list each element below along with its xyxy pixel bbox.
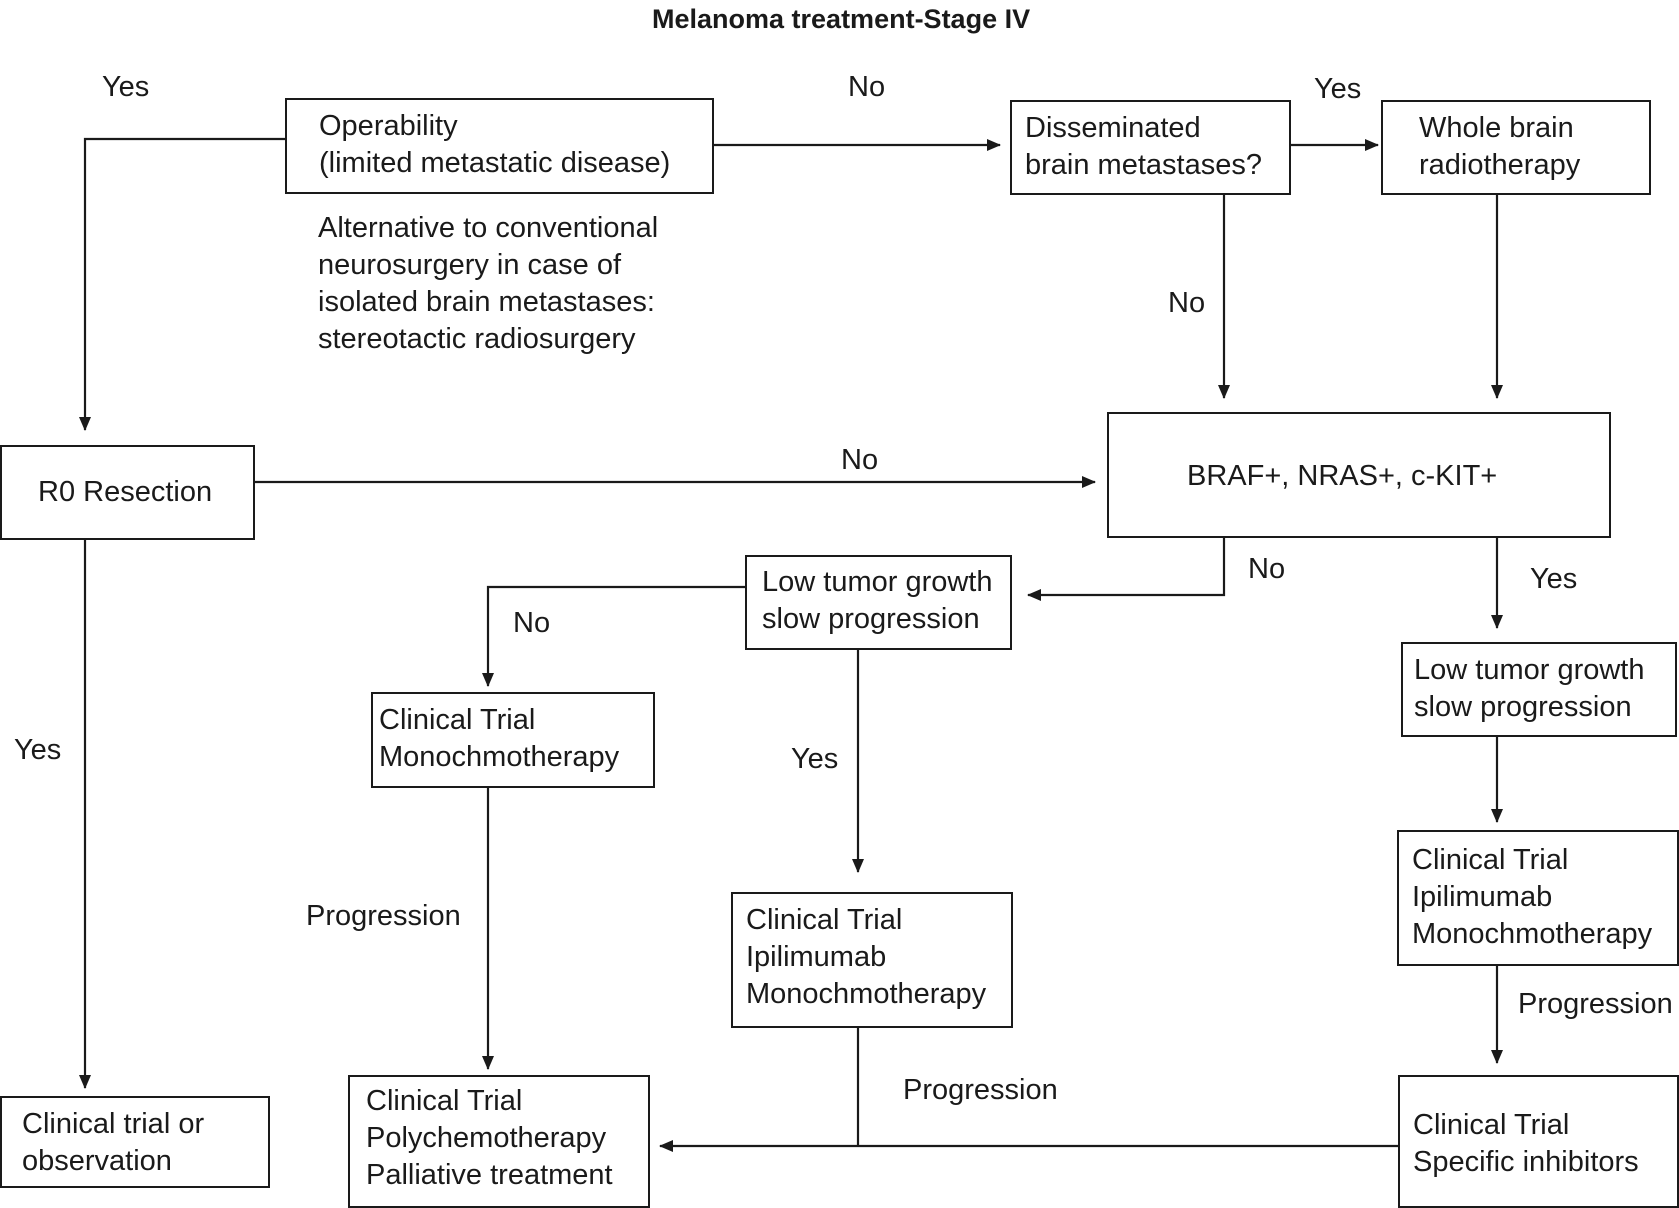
node-text: BRAF+, NRAS+, c-KIT+	[1187, 460, 1498, 492]
node-trial-specific-inhibitors: Clinical Trial Specific inhibitors	[1398, 1075, 1679, 1208]
label-progression-right: Progression	[1518, 988, 1673, 1020]
node-text: Clinical Trial	[366, 1085, 523, 1117]
label-yes-operable: Yes	[102, 71, 150, 103]
node-text: Palliative treatment	[366, 1159, 613, 1191]
label-no-mutation: No	[1248, 553, 1286, 585]
node-text: brain metastases?	[1025, 149, 1262, 181]
label-no-low-growth: No	[513, 607, 551, 639]
node-text: Low tumor growth	[1414, 654, 1645, 686]
node-whole-brain-radiotherapy: Whole brain radiotherapy	[1381, 100, 1651, 195]
connector-mutation-to-low-growth-mid	[1027, 537, 1226, 601]
node-text: Ipilimumab	[746, 941, 887, 973]
node-text: Clinical Trial	[1413, 1109, 1570, 1141]
node-text: observation	[22, 1145, 172, 1177]
node-trial-or-observation: Clinical trial or observation	[0, 1096, 270, 1188]
node-text: (limited metastatic disease)	[319, 147, 671, 179]
node-text: radiotherapy	[1419, 149, 1581, 181]
node-text: Monochmotherapy	[1412, 918, 1653, 950]
label-progression-mono: Progression	[306, 900, 461, 932]
node-text: Clinical Trial	[746, 904, 903, 936]
label-yes-disseminated: Yes	[1314, 73, 1362, 105]
note-line: neurosurgery in case of	[318, 249, 622, 281]
label-no-operable: No	[848, 71, 886, 103]
node-text: Operability	[319, 110, 458, 142]
node-low-growth-right: Low tumor growth slow progression	[1401, 642, 1677, 737]
label-no-resection: No	[841, 444, 879, 476]
node-mutation-status: BRAF+, NRAS+, c-KIT+	[1107, 412, 1611, 538]
node-low-growth-middle: Low tumor growth slow progression	[745, 555, 1012, 650]
node-text: Monochmotherapy	[379, 741, 620, 773]
node-trial-ipilimumab-right: Clinical Trial Ipilimumab Monochmotherap…	[1397, 830, 1679, 966]
node-text: Clinical Trial	[379, 704, 536, 736]
node-trial-polychemotherapy: Clinical Trial Polychemotherapy Palliati…	[348, 1075, 650, 1208]
note-line: isolated brain metastases:	[318, 286, 655, 318]
node-text: Polychemotherapy	[366, 1122, 607, 1154]
node-trial-ipilimumab-middle: Clinical Trial Ipilimumab Monochmotherap…	[731, 892, 1013, 1028]
node-disseminated-brain-metastases: Disseminated brain metastases?	[1010, 100, 1291, 195]
node-text: Monochmotherapy	[746, 978, 987, 1010]
label-yes-resection: Yes	[14, 734, 62, 766]
note-line: stereotactic radiosurgery	[318, 323, 636, 355]
node-text: Whole brain	[1419, 112, 1574, 144]
node-text: Clinical Trial	[1412, 844, 1569, 876]
label-progression-ipilimumab: Progression	[903, 1074, 1058, 1106]
radiosurgery-note: Alternative to conventional neurosurgery…	[318, 210, 658, 358]
node-operability: Operability (limited metastatic disease)	[285, 98, 714, 194]
connector-operability-to-r0	[79, 137, 285, 431]
label-yes-mutation: Yes	[1530, 563, 1578, 595]
node-text: Clinical trial or	[22, 1108, 205, 1140]
node-text: slow progression	[1414, 691, 1632, 723]
connector-low-growth-mid-to-mono	[482, 585, 745, 687]
node-text: slow progression	[762, 603, 980, 635]
diagram-title: Melanoma treatment-Stage IV	[652, 4, 1031, 34]
label-no-disseminated: No	[1168, 287, 1206, 319]
node-r0-resection: R0 Resection	[0, 445, 255, 540]
note-line: Alternative to conventional	[318, 212, 659, 244]
node-text: Ipilimumab	[1412, 881, 1553, 913]
node-text: R0 Resection	[38, 476, 213, 508]
node-text: Low tumor growth	[762, 566, 993, 598]
node-trial-monochemotherapy: Clinical Trial Monochmotherapy	[371, 692, 655, 788]
node-text: Specific inhibitors	[1413, 1146, 1639, 1178]
node-text: Disseminated	[1025, 112, 1201, 144]
label-yes-low-growth: Yes	[791, 743, 839, 775]
